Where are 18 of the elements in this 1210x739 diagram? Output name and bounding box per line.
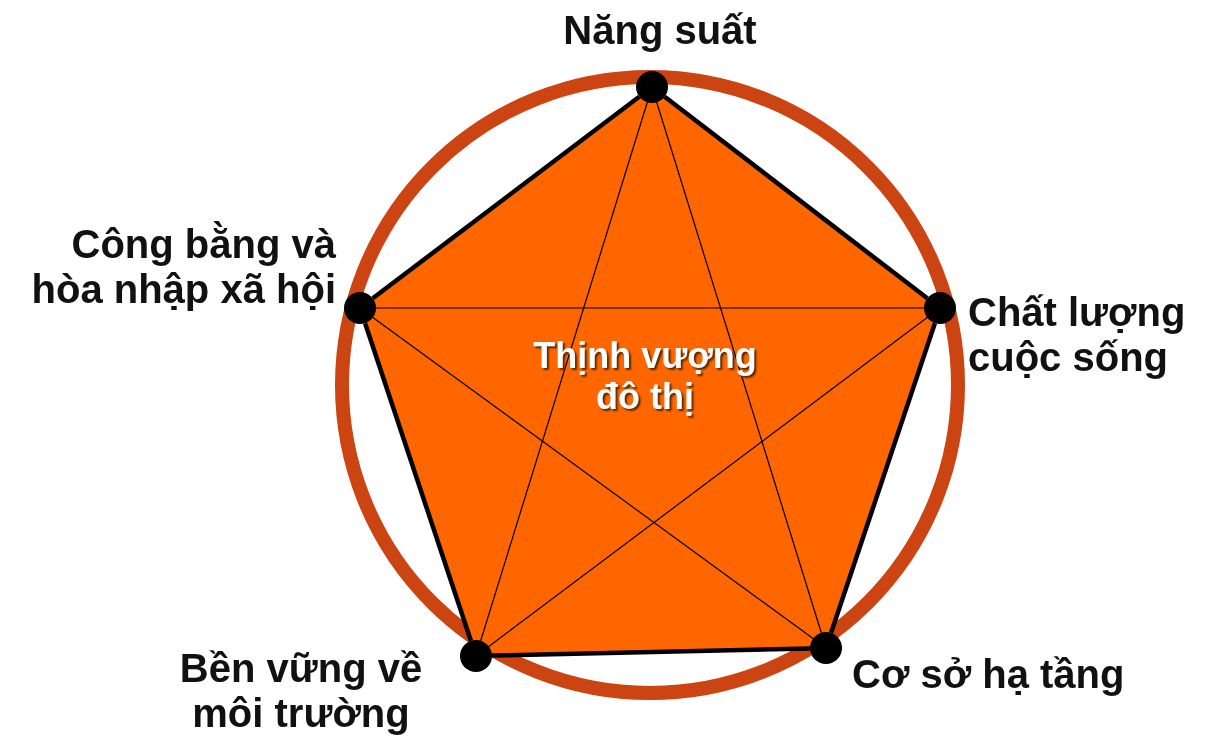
- vertex-label: Chất lượng cuộc sống: [968, 290, 1187, 380]
- pentagon-side-line: [491, 646, 811, 658]
- diagonal-line: [480, 101, 648, 642]
- diagonal-line: [488, 317, 928, 647]
- vertex-dot: [344, 292, 376, 324]
- pentagon-side-line: [663, 94, 929, 301]
- vertex-label: Cơ sở hạ tầng: [852, 652, 1126, 697]
- vertex-dot: [460, 640, 492, 672]
- pentagon-side-line: [362, 322, 474, 642]
- vertex-label: Công bằng và hòa nhập xã hội: [30, 222, 336, 312]
- vertex-label: Bền vững về môi trường: [178, 646, 424, 736]
- diagonal-line: [372, 316, 814, 640]
- vertex-dot: [810, 632, 842, 664]
- diagonal-line: [375, 307, 925, 309]
- diagonal-line: [656, 101, 822, 634]
- vertex-label: Năng suất: [562, 8, 758, 53]
- pentagon-side-line: [828, 322, 938, 634]
- pentagon-side-line: [371, 94, 641, 301]
